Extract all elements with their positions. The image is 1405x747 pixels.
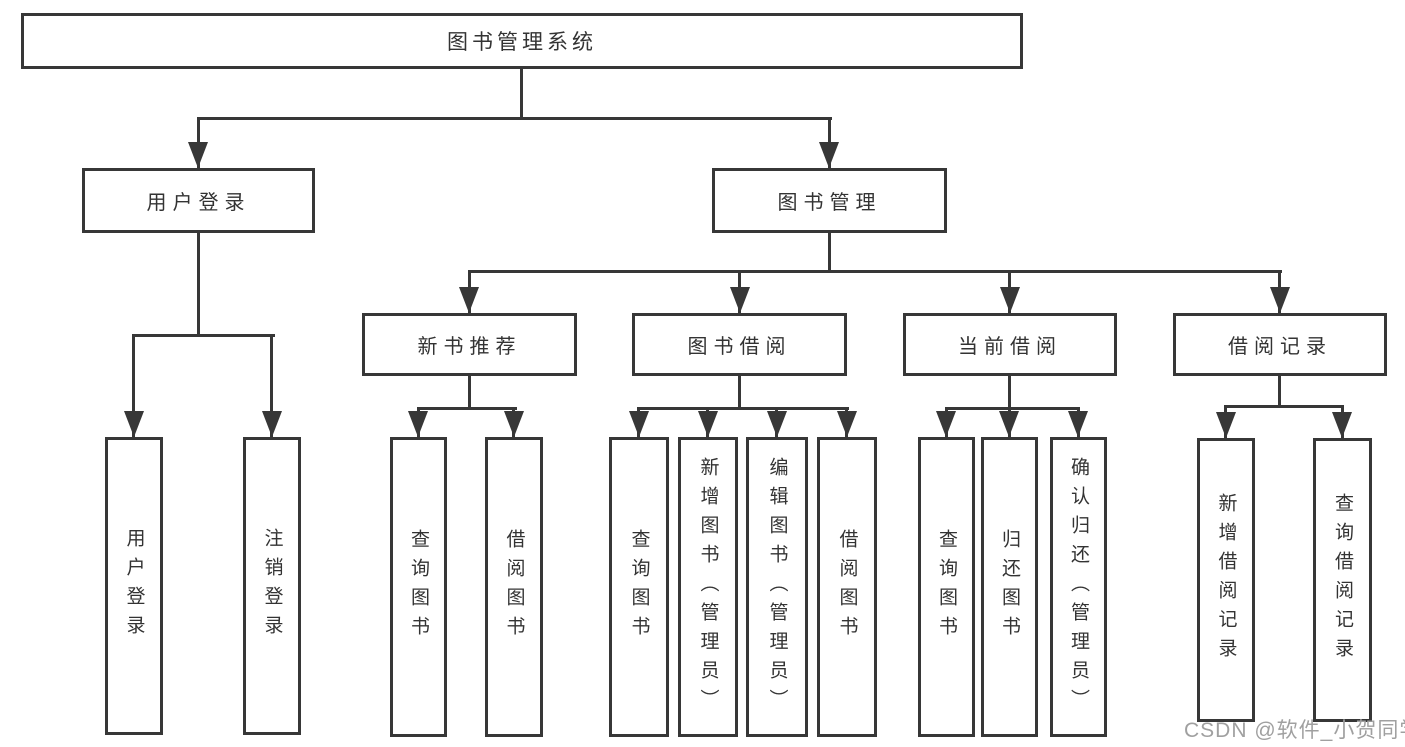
arrowhead-rec-child1 [408,411,428,437]
leaf-query-books-borrowing: 查询图书 [609,437,669,737]
arrowhead-bor-child2 [698,411,718,437]
arrowhead-recd-child2 [1332,412,1352,438]
leaf-query-borrow-record: 查询借阅记录 [1313,438,1372,722]
connector-borrowing-bar [637,407,849,410]
arrowhead-user-login [188,142,208,168]
node-book-management: 图书管理 [712,168,947,233]
arrowhead-borrowing [730,287,750,313]
arrowhead-bor-child3 [767,411,787,437]
leaf-logout: 注销登录 [243,437,301,735]
arrowhead-recommend [459,287,479,313]
leaf-edit-book-admin: 编辑图书（管理员） [746,437,808,737]
node-new-book-recommendation: 新书推荐 [362,313,577,376]
leaf-return-book: 归还图书 [981,437,1038,737]
node-user-login: 用户登录 [82,168,315,233]
leaf-add-borrow-record: 新增借阅记录 [1197,438,1255,722]
connector-to-leaf-user-login [132,334,135,437]
node-borrowing-records: 借阅记录 [1173,313,1387,376]
arrowhead-leaf-user-login [124,411,144,437]
arrowhead-cur-child3 [1068,411,1088,437]
leaf-confirm-return-admin: 确认归还（管理员） [1050,437,1107,737]
connector-root-stub [520,69,523,118]
connector-borrowing-stub [738,376,741,410]
connector-records-stub [1278,376,1281,407]
connector-bookmgmt-stub [828,233,831,273]
leaf-user-login: 用户登录 [105,437,163,735]
leaf-query-books-current: 查询图书 [918,437,975,737]
arrowhead-cur-child2 [999,411,1019,437]
node-book-borrowing: 图书借阅 [632,313,847,376]
connector-to-leaf-logout [270,334,273,437]
arrowhead-leaf-logout [262,411,282,437]
arrowhead-current [1000,287,1020,313]
connector-recommend-bar [417,407,517,410]
arrowhead-rec-child2 [504,411,524,437]
leaf-add-book-admin: 新增图书（管理员） [678,437,738,737]
connector-bookmgmt-bar [468,270,1282,273]
arrowhead-cur-child1 [936,411,956,437]
arrowhead-records [1270,287,1290,313]
leaf-borrow-books-recommend: 借阅图书 [485,437,543,737]
connector-userlogin-stub [197,233,200,337]
connector-recommend-stub [468,376,471,410]
node-library-management-system: 图书管理系统 [21,13,1023,69]
leaf-query-books-recommend: 查询图书 [390,437,447,737]
connector-root-bar [197,117,832,120]
connector-userlogin-bar [133,334,275,337]
leaf-borrow-books-borrowing: 借阅图书 [817,437,877,737]
connector-current-stub [1008,376,1011,410]
node-current-borrowing: 当前借阅 [903,313,1117,376]
csdn-watermark: CSDN @软件_小贺同学 [1184,719,1405,742]
arrowhead-bor-child4 [837,411,857,437]
connector-records-bar [1225,405,1344,408]
arrowhead-bor-child1 [629,411,649,437]
arrowhead-recd-child1 [1216,412,1236,438]
arrowhead-book-management [819,142,839,168]
connector-current-bar [945,407,1080,410]
